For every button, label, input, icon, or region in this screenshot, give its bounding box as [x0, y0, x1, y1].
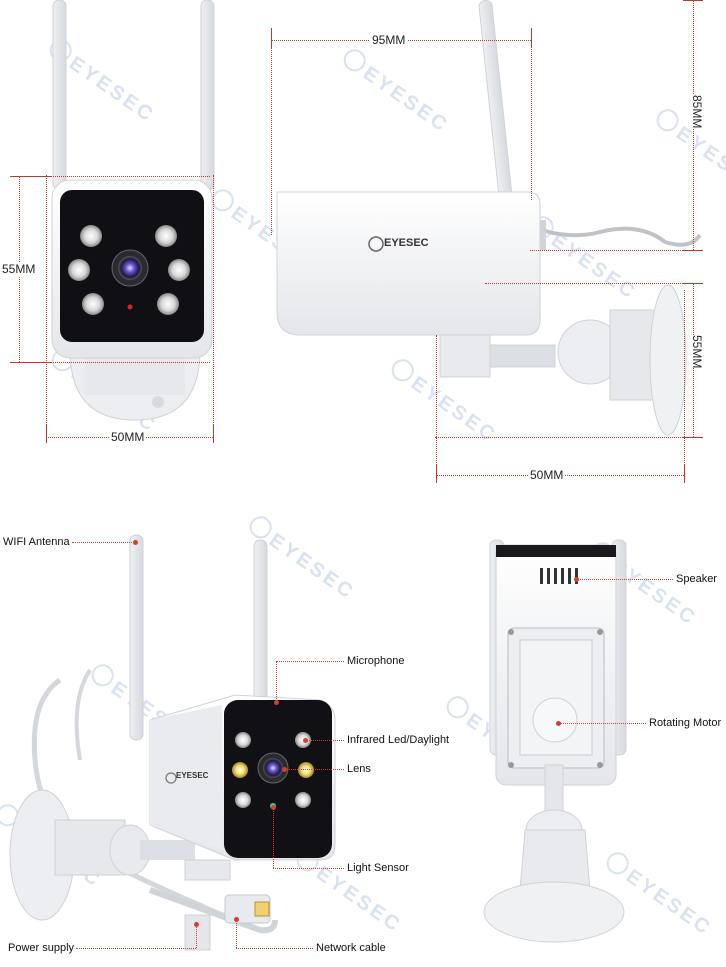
dimension-guide: [531, 40, 532, 200]
callout-microphone: Microphone: [347, 655, 405, 667]
leader-line: [276, 661, 344, 662]
dimension-tick: [46, 425, 47, 443]
dimension-guide: [435, 437, 695, 438]
dimension-guide: [46, 175, 47, 425]
dimension-tick: [271, 28, 272, 48]
dimension-tick: [10, 362, 50, 363]
leader-dot: [303, 738, 308, 743]
leader-line: [273, 868, 344, 869]
dimension-guide: [684, 290, 685, 475]
leader-dot: [556, 721, 561, 726]
leader-dot: [194, 922, 199, 927]
leader-line: [306, 740, 344, 741]
callout-infrared-led: Infrared Led/Daylight: [347, 734, 450, 746]
side-view-camera: [276, 0, 702, 436]
leader-line: [76, 948, 196, 949]
callout-lens: Lens: [347, 763, 371, 775]
dimension-guide: [436, 335, 437, 475]
dimension-tick: [531, 28, 532, 48]
leader-line: [236, 920, 237, 948]
dimension-guide: [530, 250, 695, 251]
leader-dot: [271, 805, 276, 810]
callout-wifi-antenna: WIFI Antenna: [3, 536, 70, 548]
leader-dot: [574, 577, 579, 582]
perspective-view-camera: [9, 534, 336, 951]
leader-dot: [234, 917, 239, 922]
dimension-tick: [213, 425, 214, 443]
mount-width-label: 50MM: [528, 468, 566, 482]
leader-line: [285, 769, 344, 770]
callout-power-supply: Power supply: [8, 942, 75, 954]
dimension-guide: [485, 283, 695, 284]
leader-line: [276, 661, 277, 703]
dimension-guide: [50, 176, 210, 177]
dimension-guide: [271, 40, 272, 235]
brand-logo-side: EYESEC: [384, 237, 429, 249]
front-view-camera: [51, 0, 215, 421]
callout-speaker: Speaker: [676, 573, 717, 585]
leader-dot: [282, 767, 287, 772]
leader-line: [576, 579, 673, 580]
mount-height-label: 55MM: [688, 335, 706, 369]
brand-logo-perspective: EYESEC: [176, 771, 209, 780]
side-height-label: 85MM: [688, 95, 706, 129]
leader-line: [559, 723, 646, 724]
leader-line: [236, 948, 313, 949]
leader-line: [72, 542, 136, 543]
dimension-tick: [10, 176, 50, 177]
callout-rotating-motor: Rotating Motor: [649, 717, 722, 729]
dimension-guide: [50, 362, 210, 363]
callout-light-sensor: Light Sensor: [347, 862, 409, 874]
leader-line: [273, 808, 274, 868]
callout-network-cable: Network cable: [316, 942, 386, 954]
leader-line: [196, 925, 197, 948]
dimension-guide: [213, 175, 214, 425]
leader-dot: [274, 700, 279, 705]
leader-dot: [133, 540, 138, 545]
side-length-label: 95MM: [370, 33, 408, 47]
front-width-label: 50MM: [109, 430, 147, 444]
rear-view-camera: [483, 539, 627, 943]
front-height-label: 55MM: [0, 262, 38, 276]
